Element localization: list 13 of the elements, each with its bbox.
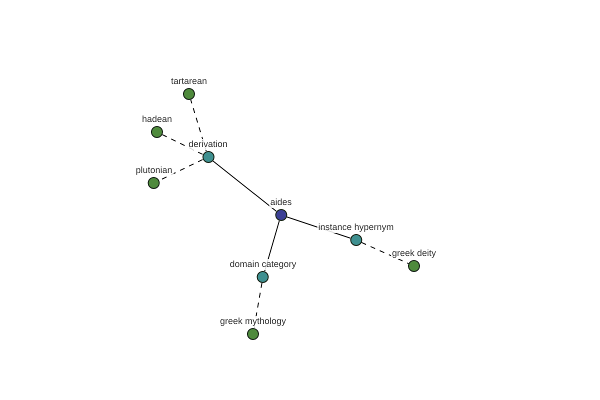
connector-line	[162, 134, 204, 155]
connector-line	[360, 242, 410, 264]
node-label: aides	[269, 197, 293, 208]
node-label: domain category	[228, 259, 298, 270]
node-label: greek deity	[390, 248, 438, 259]
connector-line	[190, 99, 207, 152]
node-label: plutonian	[134, 165, 174, 176]
node-label: tartarean	[170, 76, 208, 87]
node-label: derivation	[187, 139, 229, 150]
connector-line	[212, 160, 277, 212]
node-label: hadean	[140, 114, 174, 125]
node-label: instance hypernym	[317, 222, 395, 233]
node-label: greek mythology	[218, 316, 288, 327]
